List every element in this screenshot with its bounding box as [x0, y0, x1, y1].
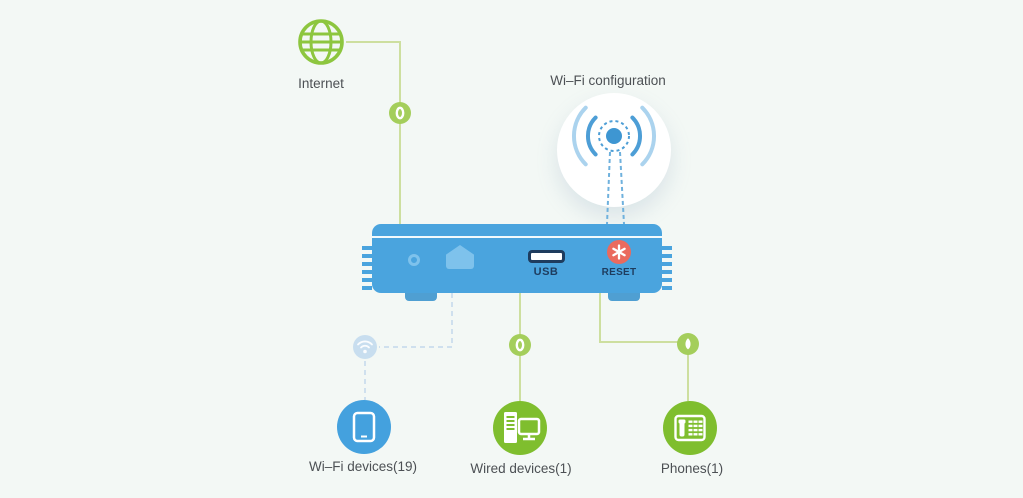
reset-label: RESET [601, 267, 637, 278]
phones-label: Phones(1) [660, 461, 724, 476]
wifi-center-dot [606, 128, 622, 144]
router-foot-right [608, 293, 640, 301]
router[interactable]: USB RESET [362, 224, 672, 301]
internet-label: Internet [298, 76, 344, 91]
fax-phone-icon [674, 414, 706, 442]
globe-icon [298, 19, 344, 65]
wifi-dashed-ring [598, 120, 630, 152]
usb-label: USB [533, 266, 559, 278]
asterisk-icon [612, 244, 626, 260]
wifi-devices-node[interactable] [337, 400, 391, 454]
wifi-glyph-icon [352, 334, 378, 360]
connection-line-internet [346, 41, 401, 225]
internet-node[interactable] [296, 17, 346, 67]
wifi-arc-outer-right [640, 105, 657, 167]
flow-badge-wired [509, 334, 531, 356]
usb-port[interactable] [528, 250, 565, 263]
flow-badge-phones [677, 333, 699, 355]
flow-arrow-icon [515, 338, 525, 352]
wifi-config-label: Wi–Fi configuration [550, 73, 666, 88]
wifi-signal-icon [571, 105, 657, 167]
connection-line-wifi-config-right [619, 151, 625, 225]
phones-node[interactable] [663, 401, 717, 455]
router-divider [372, 236, 662, 238]
desktop-computer-icon [504, 412, 541, 443]
wifi-devices-label: Wi–Fi devices(19) [308, 459, 418, 474]
connection-line-wifi-devices [379, 293, 453, 348]
router-vent-left [362, 246, 372, 290]
home-icon [446, 245, 474, 269]
flow-arrow-icon [395, 106, 405, 120]
wifi-arc-inner-right [630, 115, 643, 157]
wifi-config-circle[interactable] [557, 93, 671, 207]
power-led-icon [408, 254, 420, 266]
connection-line-wifi-config-left [606, 151, 611, 225]
router-vent-right [662, 246, 672, 290]
router-foot-left [405, 293, 437, 301]
reset-button[interactable] [607, 240, 631, 264]
wired-devices-node[interactable] [493, 401, 547, 455]
wifi-arc-outer-left [571, 105, 588, 167]
flow-leaf-icon [685, 338, 691, 350]
wifi-arc-inner-left [585, 115, 598, 157]
wired-devices-label: Wired devices(1) [470, 461, 572, 476]
flow-badge-internet [389, 102, 411, 124]
connection-line-phones [599, 293, 689, 401]
tablet-icon [352, 411, 376, 443]
